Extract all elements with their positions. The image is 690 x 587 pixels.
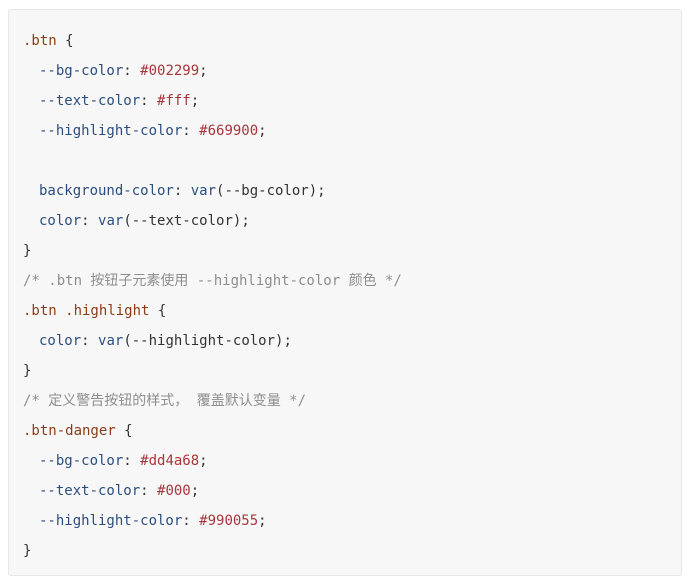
property-name: --bg-color <box>39 63 124 79</box>
open-brace: { <box>65 33 74 49</box>
code-line-4: --highlight-color: #669900; <box>39 123 267 139</box>
code-line-13: /* 定义警告按钮的样式， 覆盖默认变量 */ <box>23 390 306 412</box>
function-argument: --highlight-color <box>131 333 276 349</box>
function-name: var <box>98 333 124 349</box>
property-value: #669900 <box>199 123 259 139</box>
property-name: color <box>39 333 82 349</box>
code-line-16: --text-color: #000; <box>39 483 200 499</box>
code-line-10: .btn .highlight { <box>23 300 166 322</box>
property-name: --bg-color <box>39 453 124 469</box>
code-line-12: } <box>23 360 31 382</box>
selector: .btn-danger <box>23 423 116 439</box>
code-line-17: --highlight-color: #990055; <box>39 513 267 529</box>
property-name: --text-color <box>39 93 141 109</box>
close-brace: } <box>23 363 32 379</box>
property-name: --highlight-color <box>39 513 183 529</box>
open-brace: { <box>124 423 133 439</box>
property-value: #fff <box>157 93 191 109</box>
code-line-7: color: var(--text-color); <box>39 213 250 229</box>
property-name: --text-color <box>39 483 141 499</box>
code-line-6: background-color: var(--bg-color); <box>39 183 326 199</box>
function-argument: --text-color <box>131 213 233 229</box>
property-value: #990055 <box>199 513 259 529</box>
code-line-11: color: var(--highlight-color); <box>39 333 292 349</box>
code-line-8: } <box>23 240 31 262</box>
code-comment: /* 定义警告按钮的样式， 覆盖默认变量 */ <box>23 393 306 409</box>
css-code-block: .btn { --bg-color: #002299; --text-color… <box>8 9 682 576</box>
property-name: --highlight-color <box>39 123 183 139</box>
code-line-1: .btn { <box>23 30 74 52</box>
close-brace: } <box>23 543 32 559</box>
property-value: #002299 <box>140 63 200 79</box>
property-value: #000 <box>157 483 191 499</box>
code-line-15: --bg-color: #dd4a68; <box>39 453 208 469</box>
function-name: var <box>98 213 124 229</box>
code-line-18: } <box>23 540 31 562</box>
selector: .btn <box>23 33 57 49</box>
property-name: color <box>39 213 82 229</box>
code-comment: /* .btn 按钮子元素使用 --highlight-color 颜色 */ <box>23 273 402 289</box>
code-line-2: --bg-color: #002299; <box>39 63 208 79</box>
function-name: var <box>190 183 217 199</box>
open-brace: { <box>157 303 167 319</box>
close-brace: } <box>23 243 32 259</box>
selector: .btn .highlight <box>23 303 150 319</box>
code-line-9: /* .btn 按钮子元素使用 --highlight-color 颜色 */ <box>23 270 402 292</box>
function-argument: --bg-color <box>224 183 309 199</box>
code-line-3: --text-color: #fff; <box>39 93 200 109</box>
property-value: #dd4a68 <box>140 453 200 469</box>
code-line-14: .btn-danger { <box>23 420 133 442</box>
property-name: background-color <box>39 183 174 199</box>
